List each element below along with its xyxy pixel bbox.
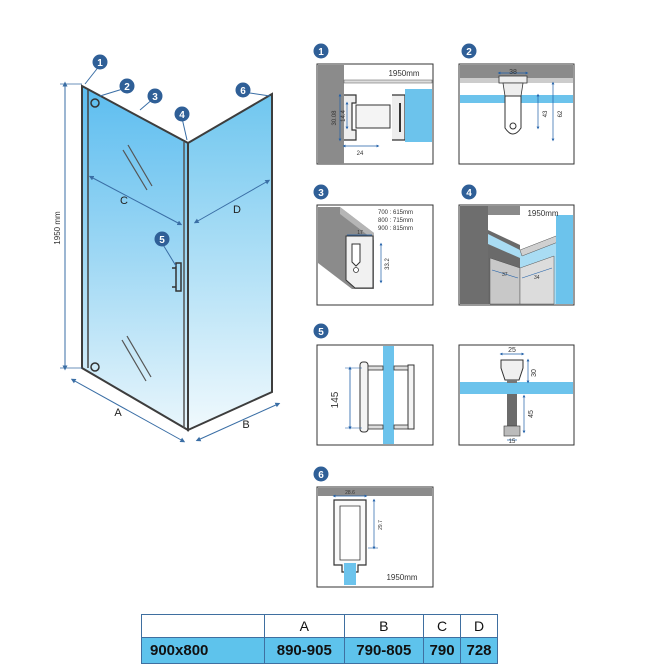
svg-text:43: 43 — [543, 110, 549, 117]
svg-text:28.6: 28.6 — [345, 490, 355, 496]
height-label: 1950 mm — [53, 211, 62, 245]
svg-text:5: 5 — [318, 327, 324, 338]
table-header-cell — [141, 614, 265, 638]
detail-4: 4 1950mm 37 34 — [458, 184, 575, 306]
svg-text:1: 1 — [97, 58, 103, 69]
top-hinge — [90, 98, 100, 108]
dim-b-label: B — [242, 419, 249, 431]
svg-text:145: 145 — [330, 391, 341, 408]
callout-6: 6 — [235, 82, 251, 98]
table-header-cell: D — [460, 614, 498, 638]
svg-text:6: 6 — [240, 86, 246, 97]
door-handle — [175, 262, 182, 292]
svg-text:33.2: 33.2 — [385, 258, 391, 270]
detail-2: 2 38 43 62 — [458, 43, 575, 165]
dim-d-label: D — [233, 204, 241, 216]
svg-text:17: 17 — [357, 230, 363, 236]
table-cell: 728 — [460, 637, 498, 664]
table-header-cell: A — [264, 614, 345, 638]
svg-text:5: 5 — [159, 235, 165, 246]
detail-5b: 25 30 45 15 — [458, 344, 575, 446]
svg-text:3: 3 — [318, 188, 324, 199]
detail-5: 5 145 — [313, 323, 434, 446]
svg-text:6: 6 — [318, 470, 324, 481]
table-cell: 790-805 — [343, 637, 425, 664]
detail-1: 1 1950mm 30.08 14.4 24 — [313, 43, 434, 165]
table-header-row: A B C D — [141, 614, 498, 638]
callout-1: 1 — [92, 54, 108, 70]
detail-6: 6 28.6 29.7 1950mm — [313, 466, 434, 588]
svg-text:29.7: 29.7 — [378, 520, 384, 530]
dim-a-label: A — [114, 407, 122, 419]
svg-text:45: 45 — [528, 410, 535, 418]
table-cell-size: 900x800 — [141, 637, 265, 664]
svg-text:62: 62 — [558, 110, 564, 117]
detail-3: 3 700 : 615mm 800 : 715mm 900 : 815mm 17… — [313, 184, 434, 306]
svg-text:37: 37 — [502, 272, 508, 278]
table-cell: 790 — [423, 637, 462, 664]
svg-text:2: 2 — [466, 47, 472, 58]
table-header-cell: C — [423, 614, 462, 638]
side-glass-panel — [187, 92, 273, 432]
svg-text:25: 25 — [508, 347, 516, 354]
svg-text:15: 15 — [509, 439, 516, 445]
svg-text:1950mm: 1950mm — [388, 69, 419, 78]
callout-5: 5 — [154, 231, 170, 247]
svg-text:2: 2 — [124, 82, 130, 93]
svg-text:34: 34 — [534, 275, 540, 281]
svg-text:4: 4 — [466, 188, 472, 199]
dim-c-label: C — [120, 195, 128, 207]
table-cell: 890-905 — [264, 637, 345, 664]
size-table: A B C D 900x800 890-905 790-805 790 728 — [141, 614, 498, 664]
svg-text:1950mm: 1950mm — [527, 209, 558, 218]
svg-text:3: 3 — [152, 92, 158, 103]
callout-4: 4 — [174, 106, 190, 122]
svg-text:4: 4 — [179, 110, 185, 121]
callout-2: 2 — [119, 78, 135, 94]
bottom-hinge — [90, 362, 100, 372]
table-header-cell: B — [343, 614, 425, 638]
callout-3: 3 — [147, 88, 163, 104]
svg-text:14.4: 14.4 — [341, 110, 347, 122]
svg-text:24: 24 — [357, 151, 364, 157]
svg-text:30: 30 — [531, 369, 538, 377]
svg-text:1: 1 — [318, 47, 324, 58]
main-enclosure-drawing: 1950 mm A B C D — [53, 64, 281, 443]
table-row: 900x800 890-905 790-805 790 728 — [141, 637, 498, 664]
svg-text:900 : 815mm: 900 : 815mm — [378, 226, 413, 232]
svg-text:700 : 615mm: 700 : 615mm — [378, 210, 413, 216]
door-glass-panel — [81, 84, 189, 432]
svg-text:800 : 715mm: 800 : 715mm — [378, 218, 413, 224]
svg-text:30.08: 30.08 — [332, 110, 338, 126]
svg-text:1950mm: 1950mm — [386, 573, 417, 582]
svg-text:38: 38 — [509, 69, 517, 76]
